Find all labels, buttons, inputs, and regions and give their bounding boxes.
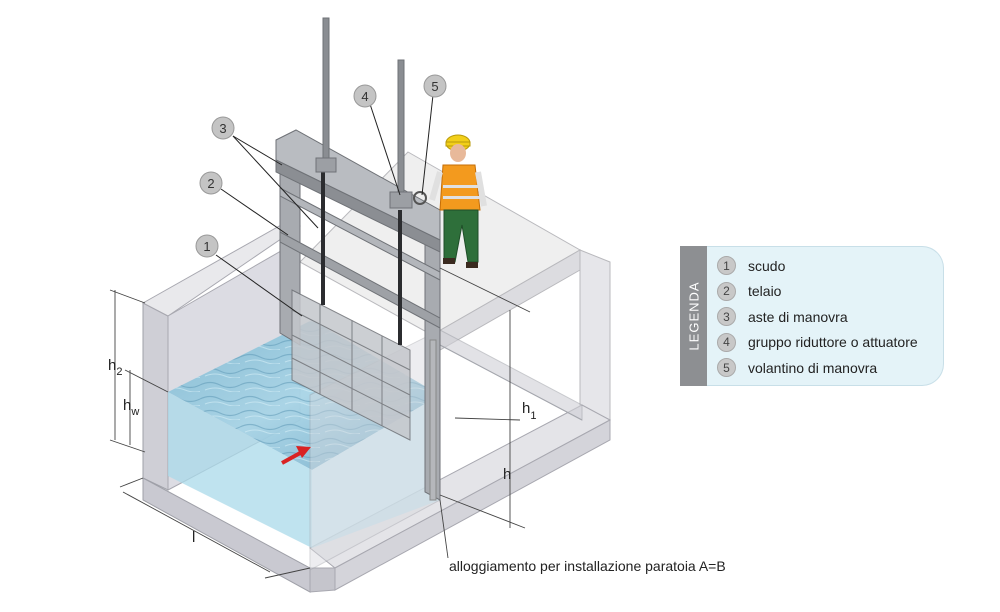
legend-title-tab: LEGENDA [680,246,707,386]
callout-1: 1 [195,234,219,258]
legend-list-panel: 1 scudo 2 telaio 3 aste di manovra 4 gruppo … [707,246,944,386]
svg-text:3: 3 [219,121,226,136]
callout-2: 2 [199,171,223,195]
dim-h1-label: h1 [522,400,536,422]
svg-text:1: 1 [203,239,210,254]
dim-h2-label: h2 [108,357,122,378]
legend-item-label: aste di manovra [748,308,848,325]
legend-panel: LEGENDA 1 scudo 2 telaio 3 aste di manovra … [680,246,944,386]
dim-h-label: h [503,466,511,483]
legend-item-label: scudo [748,257,786,274]
svg-text:5: 5 [431,79,438,94]
legend-item: 5 volantino di manovra [717,355,943,381]
dim-l-label: l [192,529,195,546]
gate-frame [275,17,441,501]
legend-item-label: gruppo riduttore o attuatore [748,334,918,351]
legend-item: 4 gruppo riduttore o attuatore [717,330,943,356]
legend-item-number: 5 [717,358,736,378]
dim-hw-label: hw [123,397,139,418]
legend-item-label: volantino di manovra [748,359,878,376]
worker-figure [429,134,487,268]
installation-caption: alloggiamento per installazione paratoia… [449,558,726,574]
callout-leaders [215,94,434,317]
callout-5: 5 [423,74,447,98]
legend-item-number: 2 [717,281,736,301]
svg-text:4: 4 [361,89,368,104]
callout-3: 3 [211,116,235,140]
svg-text:2: 2 [207,176,214,191]
legend-item-number: 3 [717,307,736,327]
legend-title: LEGENDA [686,281,701,351]
legend-item-number: 4 [717,332,736,352]
legend-item: 2 telaio [717,279,943,305]
legend-item: 3 aste di manovra [717,304,943,330]
legend-item-label: telaio [748,283,782,300]
legend-item: 1 scudo [717,253,943,279]
flow-arrow [281,446,311,465]
legend-item-number: 1 [717,256,736,276]
dimension-lines [109,267,531,579]
callout-4: 4 [353,84,377,108]
